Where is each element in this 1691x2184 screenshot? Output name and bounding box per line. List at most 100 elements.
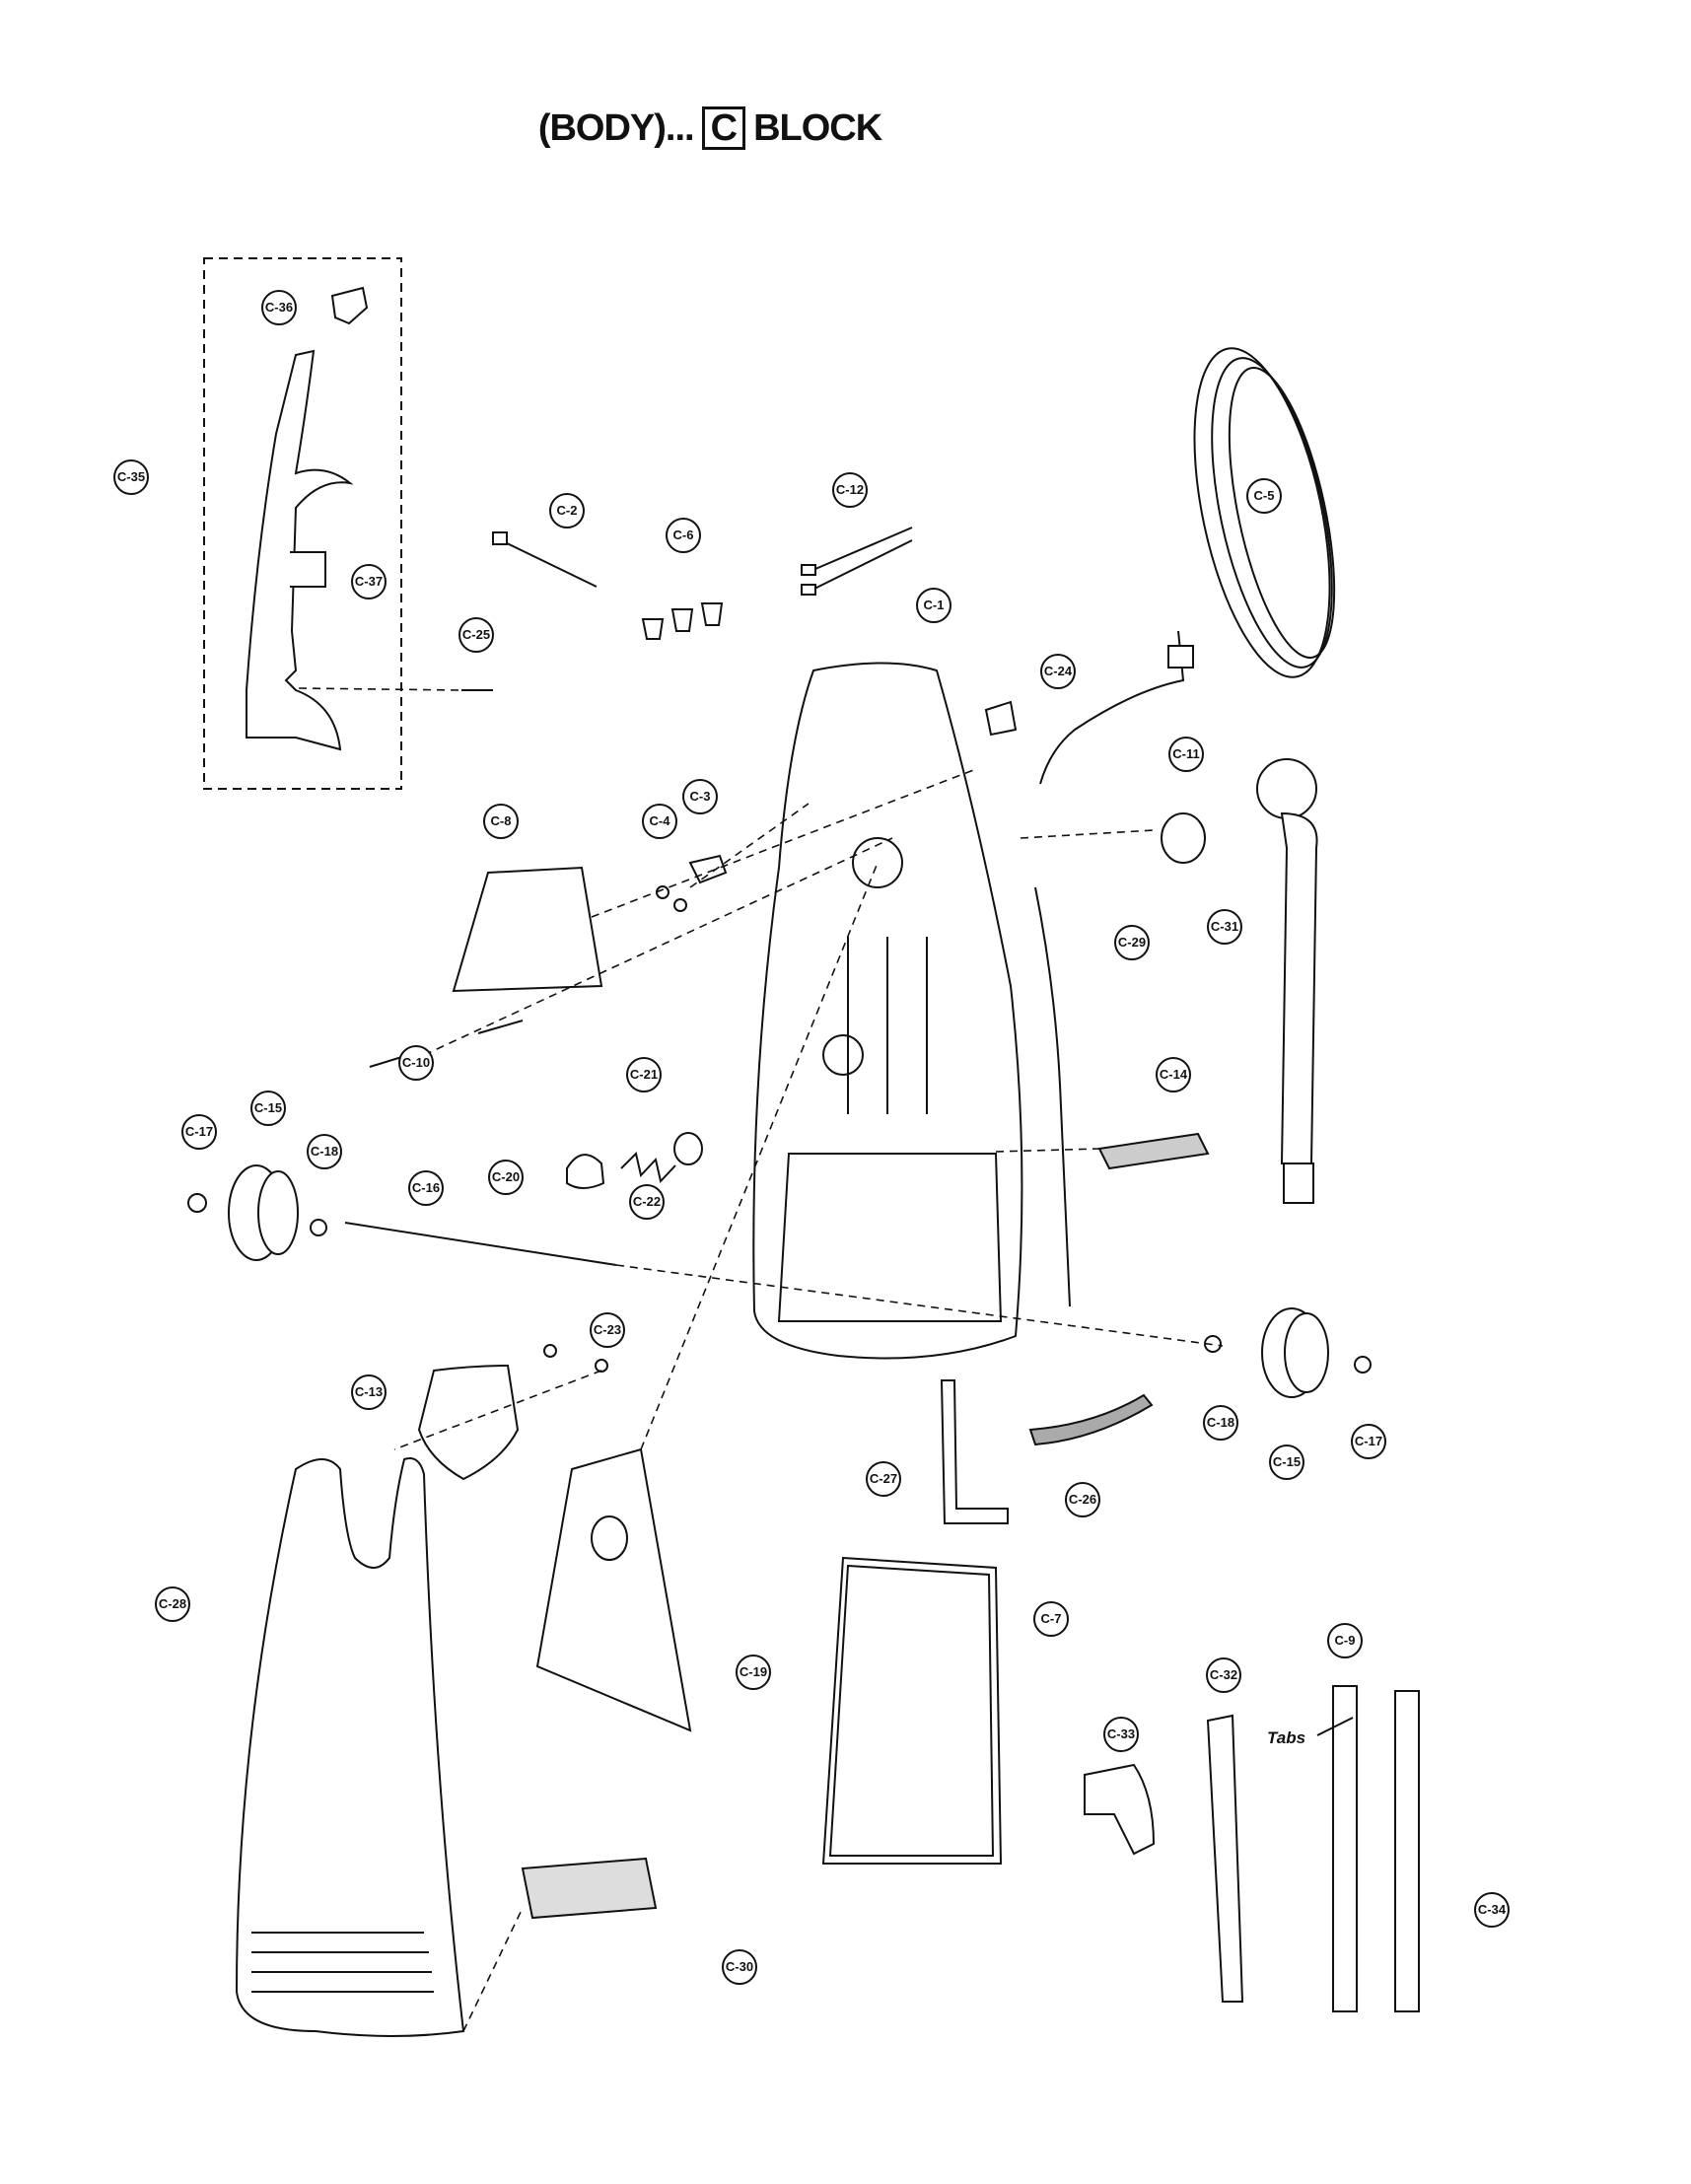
callout-label-c-27: C-27	[870, 1471, 897, 1486]
callout-label-c-11: C-11	[1172, 746, 1199, 761]
callout-bubble-c-12	[832, 472, 868, 508]
callout-label-c-33: C-33	[1107, 1726, 1135, 1741]
part-screw-c23a	[543, 1344, 557, 1358]
callout-bubble-c-5	[1246, 478, 1282, 514]
part-cap-c21	[673, 1132, 703, 1165]
callout-bubble-c-23	[590, 1312, 625, 1348]
part-bag-housing	[235, 1457, 465, 2037]
handle-assembly-box	[203, 257, 402, 790]
callout-label-c-31: C-31	[1211, 919, 1238, 934]
part-wire-nut-3	[700, 602, 724, 626]
callout-bubble-c-1	[916, 588, 951, 623]
part-wire-c29	[1034, 886, 1071, 1307]
part-hose	[1280, 811, 1318, 1164]
callout-bubble-c-2	[549, 493, 585, 528]
callout-label-c-24: C-24	[1044, 664, 1073, 678]
part-wire-nut-2	[670, 608, 694, 632]
callout-label-c-6: C-6	[673, 528, 694, 542]
callout-label-c-20: C-20	[492, 1169, 520, 1184]
part-panel-c19	[535, 1447, 692, 1732]
part-rod-c27	[940, 1379, 1009, 1524]
callout-label-c-1: C-1	[924, 598, 945, 612]
callout-bubble-c-22	[629, 1184, 665, 1220]
callout-label-c-18: C-18	[1207, 1415, 1234, 1430]
part-hose-ring	[1161, 812, 1206, 864]
part-screw-c4a	[656, 885, 669, 899]
callout-label-c-35: C-35	[117, 469, 145, 484]
callout-bubble-c-15	[250, 1091, 286, 1126]
callout-label-c-26: C-26	[1069, 1492, 1096, 1507]
callout-bubble-c-13	[351, 1374, 387, 1410]
part-bracket	[688, 854, 728, 884]
callout-bubble-c-11	[1168, 737, 1204, 772]
callout-bubble-c-18	[1203, 1405, 1238, 1441]
callout-bubble-c-16	[408, 1170, 444, 1206]
callout-bubble-c-31	[1207, 909, 1242, 945]
callout-bubble-c-6	[666, 518, 701, 553]
callout-label-c-8: C-8	[491, 813, 512, 828]
callout-bubble-c-15	[1269, 1444, 1304, 1480]
callout-label-c-37: C-37	[355, 574, 383, 589]
callout-bubble-c-35	[113, 459, 149, 495]
callout-label-c-15: C-15	[1273, 1454, 1301, 1469]
part-cap-right	[1354, 1356, 1372, 1374]
callout-bubble-c-20	[488, 1160, 524, 1195]
callout-label-c-34: C-34	[1478, 1902, 1507, 1917]
callout-bubble-c-28	[155, 1586, 190, 1622]
part-handle-cap	[330, 286, 369, 325]
title-prefix: (BODY)...	[537, 107, 695, 149]
part-clip-c20	[566, 1154, 605, 1189]
part-cap-left	[187, 1193, 207, 1213]
callout-label-c-4: C-4	[650, 813, 671, 828]
callout-label-c-36: C-36	[265, 300, 293, 315]
callout-label-c-2: C-2	[557, 503, 578, 518]
part-handle	[246, 349, 354, 751]
callout-bubble-c-27	[866, 1461, 901, 1497]
part-filter-pad	[1097, 1132, 1210, 1170]
callout-label-c-23: C-23	[594, 1322, 621, 1337]
callout-bubble-c-33	[1103, 1717, 1139, 1752]
callout-label-c-3: C-3	[690, 789, 711, 804]
callout-bubble-c-7	[1033, 1601, 1069, 1637]
part-cable-tie	[500, 539, 598, 588]
part-wand-c9	[1332, 1685, 1358, 2012]
callout-label-c-15: C-15	[254, 1100, 282, 1115]
title-block-letter: C	[701, 106, 746, 150]
callout-bubble-c-30	[722, 1949, 757, 1985]
callout-bubble-c-8	[483, 804, 519, 839]
callout-bubble-c-17	[1351, 1424, 1386, 1459]
part-hose-elbow	[1256, 758, 1317, 819]
callout-label-c-29: C-29	[1118, 935, 1146, 950]
part-filter-c30	[521, 1857, 658, 1920]
callout-label-c-5: C-5	[1254, 488, 1275, 503]
part-axle	[344, 1222, 617, 1266]
callout-bubble-c-26	[1065, 1482, 1100, 1517]
tabs-label: Tabs	[1267, 1728, 1305, 1747]
callout-bubble-c-9	[1327, 1623, 1363, 1658]
callout-bubble-c-24	[1040, 654, 1076, 689]
callout-bubble-c-21	[626, 1057, 662, 1092]
callout-bubble-c-29	[1114, 925, 1150, 960]
part-cable-ties	[808, 527, 913, 593]
callout-label-c-19: C-19	[740, 1664, 767, 1679]
part-wand-c34	[1394, 1690, 1420, 2012]
callout-bubble-c-34	[1474, 1892, 1510, 1928]
part-washer-left	[310, 1219, 327, 1236]
callout-bubble-c-4	[642, 804, 677, 839]
callout-label-c-17: C-17	[1355, 1434, 1382, 1448]
callout-bubble-c-17	[181, 1114, 217, 1150]
callout-label-c-32: C-32	[1210, 1667, 1237, 1682]
part-screw-c4b	[673, 898, 687, 912]
callout-label-c-22: C-22	[633, 1194, 661, 1209]
callout-label-c-28: C-28	[159, 1596, 186, 1611]
callout-bubble-c-19	[736, 1655, 771, 1690]
callout-bubble-c-3	[682, 779, 718, 814]
callout-label-c-7: C-7	[1041, 1611, 1062, 1626]
callout-bubble-c-10	[398, 1045, 434, 1081]
callout-label-c-21: C-21	[630, 1067, 658, 1082]
callout-label-c-14: C-14	[1160, 1067, 1188, 1082]
part-brush-c33	[1084, 1763, 1156, 1856]
part-wire-nut-1	[641, 618, 665, 640]
